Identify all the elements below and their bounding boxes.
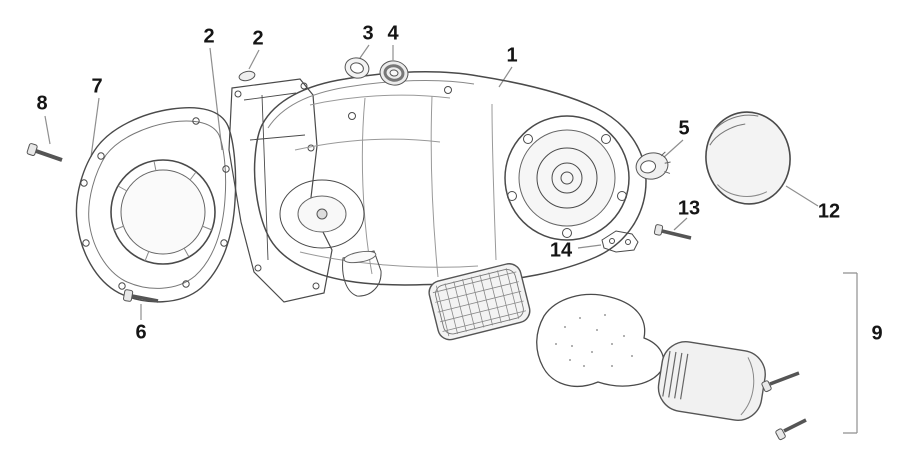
callout-3: 3 [362,22,374,45]
part-2-washer [238,70,256,82]
part-7-inner-cover [75,106,237,303]
part-14-retainer-clip [601,230,639,253]
group-9-bracket-line [843,272,858,434]
callout-12: 12 [817,200,841,223]
callout-13: 13 [677,197,701,220]
part-9-air-grille [428,263,531,341]
part-13-screw [653,224,692,240]
part-9-screw-upper [761,371,800,393]
part-12-round-cover [705,111,791,205]
clutch-boss-circles [504,115,630,241]
part-9-screw-lower [775,418,807,441]
part-4-oil-seal [379,60,409,86]
callout-1: 1 [506,44,518,67]
callout-7: 7 [91,75,103,98]
callout-6: 6 [135,321,147,344]
part-8-screw [26,143,63,162]
part-5-cap [635,151,671,180]
callout-14: 14 [549,239,573,262]
drain-spout [342,250,382,297]
part-2-gasket-plate [228,78,333,303]
part-3-spacer-ring [344,57,370,79]
callout-5: 5 [678,117,690,140]
part-6-screw [123,289,159,303]
callout-2-left: 2 [203,25,215,48]
callout-4: 4 [387,22,399,45]
callout-8: 8 [36,92,48,115]
kickstart-boss [279,179,365,249]
duct-texture-dots [555,314,633,367]
callout-9: 9 [871,322,883,345]
part-1-transmission-cover [253,70,647,297]
part-9-duct-body [536,293,665,387]
leader-lines [44,44,858,434]
callout-2-right: 2 [252,27,264,50]
part-9-end-cap [657,341,766,421]
